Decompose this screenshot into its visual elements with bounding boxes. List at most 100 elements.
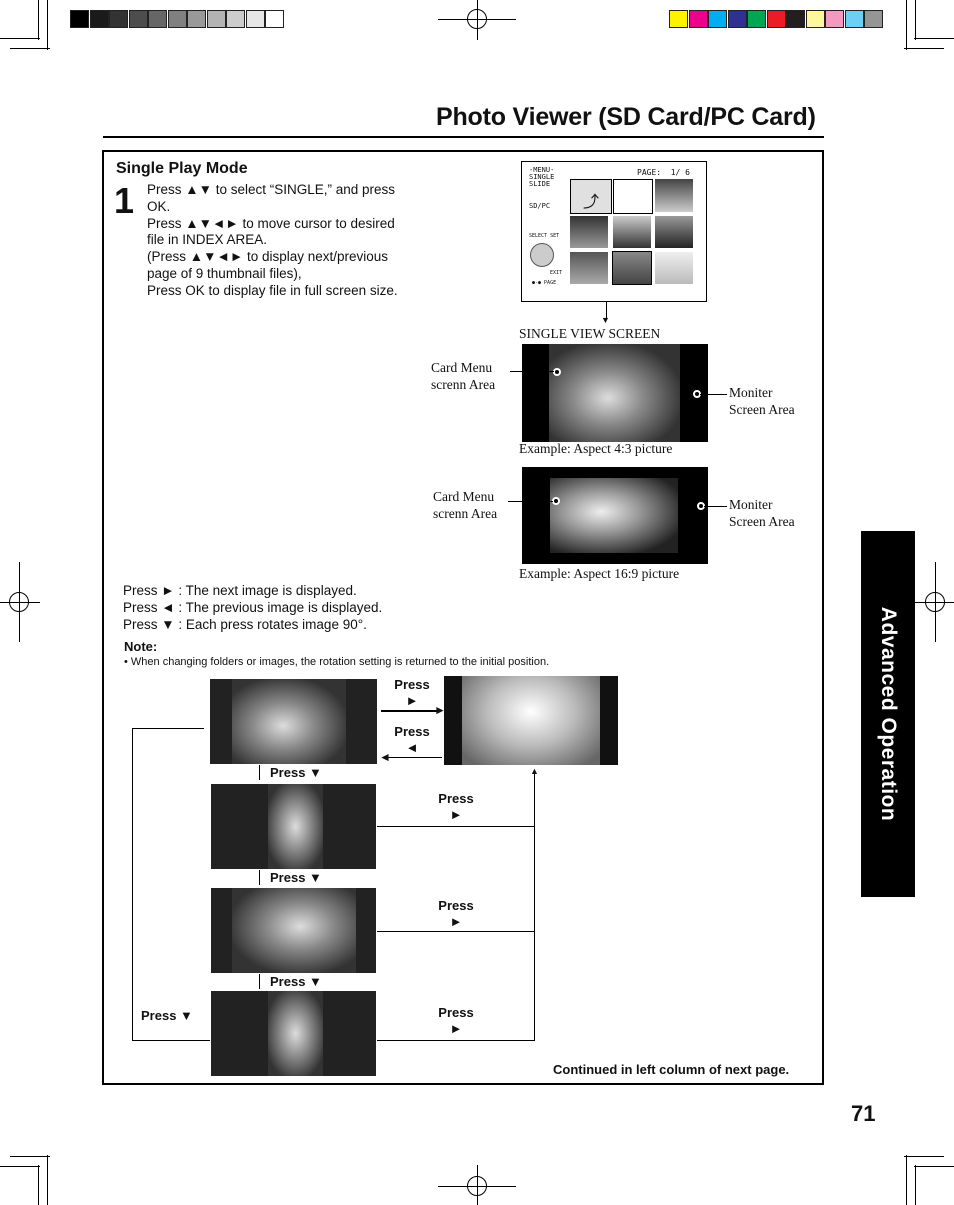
crop-mark xyxy=(914,38,954,39)
thumbnail[interactable] xyxy=(655,179,693,212)
flow-line xyxy=(534,773,535,1041)
callout-line xyxy=(508,501,553,502)
registration-line xyxy=(935,562,936,642)
page-number: 71 xyxy=(851,1101,876,1126)
thumbnail[interactable] xyxy=(570,252,608,284)
color-swatch xyxy=(708,10,727,28)
registration-line xyxy=(19,562,20,642)
crop-mark xyxy=(914,1166,954,1167)
flow-arrow xyxy=(377,931,534,932)
example-caption: Example: Aspect 4:3 picture xyxy=(519,441,673,456)
menu-label: -MENU- xyxy=(529,166,555,174)
callout-dot xyxy=(553,368,561,376)
dpad-icon xyxy=(530,243,554,267)
color-swatch xyxy=(669,10,688,28)
color-swatch xyxy=(766,10,786,28)
page-indicator: PAGE: 1/ 6 xyxy=(637,168,690,177)
gray-swatch xyxy=(148,10,167,28)
press-right-label: Press► xyxy=(438,1005,474,1036)
thumbnail[interactable] xyxy=(570,216,608,248)
exit-label: EXIT xyxy=(550,270,563,276)
note-label: Note: xyxy=(124,639,158,654)
crop-mark xyxy=(915,1165,916,1205)
press-line: Press ▼ : Each press rotates image 90°. xyxy=(123,616,367,632)
page-title: Photo Viewer (SD Card/PC Card) xyxy=(436,103,816,131)
flow-photo-rotated-180 xyxy=(211,888,376,973)
dog-photo xyxy=(549,344,680,442)
gray-swatch xyxy=(265,10,284,28)
callout-line xyxy=(704,506,727,507)
flow-arrow xyxy=(377,1040,534,1041)
single-view-16-9 xyxy=(522,467,708,564)
single-view-caption: SINGLE VIEW SCREEN xyxy=(519,326,661,341)
content-frame xyxy=(102,150,824,1085)
thumbnail[interactable] xyxy=(655,252,693,284)
flow-arrow xyxy=(384,757,442,758)
title-rule xyxy=(103,136,824,138)
color-swatch xyxy=(805,10,825,28)
color-swatch xyxy=(688,10,708,28)
step-line: Press ▲▼◄► to move cursor to desired xyxy=(147,215,395,231)
gray-swatch xyxy=(89,10,109,28)
color-swatch xyxy=(825,10,844,28)
flow-arrow xyxy=(377,826,534,827)
gray-swatch xyxy=(245,10,265,28)
press-right-label: Press► xyxy=(438,898,474,929)
crop-mark xyxy=(38,1165,39,1205)
flow-arrow xyxy=(259,765,260,780)
press-right-label: Press► xyxy=(438,791,474,822)
press-explanations: Press ► : The next image is displayed. P… xyxy=(123,583,382,633)
color-swatch xyxy=(747,10,766,28)
press-down-label: Press ▼ xyxy=(270,765,322,780)
return-icon: ⤴ xyxy=(583,194,600,211)
registration-line xyxy=(0,602,40,603)
select-label: SELECT SET xyxy=(529,233,560,239)
back-folder-thumbnail[interactable]: ⤴ xyxy=(570,179,612,214)
crop-mark xyxy=(10,1156,50,1157)
crop-mark xyxy=(915,0,916,40)
step-line: page of 9 thumbnail files), xyxy=(147,265,302,281)
thumbnail[interactable] xyxy=(655,216,693,248)
crop-mark xyxy=(0,1166,40,1167)
step-line: Press OK to display file in full screen … xyxy=(147,282,398,298)
thumbnail[interactable] xyxy=(613,216,651,248)
callout-dot xyxy=(552,497,560,505)
gray-swatch xyxy=(109,10,128,28)
press-down-label: Press ▼ xyxy=(270,870,322,885)
arrow-head-icon: ► xyxy=(434,703,446,717)
press-left-label: Press◄ xyxy=(394,724,430,755)
crop-mark xyxy=(10,48,50,49)
registration-line xyxy=(477,1165,478,1205)
single-view-4-3 xyxy=(522,344,708,442)
note-text: • When changing folders or images, the r… xyxy=(124,656,550,668)
index-screen: -MENU- SINGLE SLIDE SD/PC PAGE: 1/ 6 SEL… xyxy=(521,161,707,302)
folder-icon[interactable] xyxy=(613,179,653,214)
press-line: Press ► : The next image is displayed. xyxy=(123,583,357,598)
registration-line xyxy=(477,0,478,40)
flow-arrow xyxy=(381,710,439,712)
crop-mark xyxy=(0,38,40,39)
press-line: Press ◄ : The previous image is displaye… xyxy=(123,599,383,615)
crop-mark xyxy=(47,1155,48,1205)
gray-swatch xyxy=(167,10,187,28)
thumbnail-selected[interactable] xyxy=(612,251,652,285)
color-swatch xyxy=(864,10,883,28)
flow-photo-rotated-270 xyxy=(211,991,376,1076)
color-swatch xyxy=(786,10,805,28)
step-line: (Press ▲▼◄► to display next/previous xyxy=(147,249,389,265)
gray-swatch xyxy=(70,10,89,28)
flow-arrow xyxy=(606,301,607,318)
sdpc-label: SD/PC xyxy=(529,202,551,210)
flow-arrow xyxy=(259,974,260,989)
gray-swatch xyxy=(226,10,245,28)
callout-line xyxy=(510,371,554,372)
example-caption: Example: Aspect 16:9 picture xyxy=(519,566,680,581)
flow-photo-glasses xyxy=(444,676,618,765)
gray-swatch xyxy=(187,10,206,28)
loop-line xyxy=(132,728,204,729)
flow-arrow xyxy=(259,870,260,885)
slide-label: SLIDE xyxy=(529,180,551,188)
